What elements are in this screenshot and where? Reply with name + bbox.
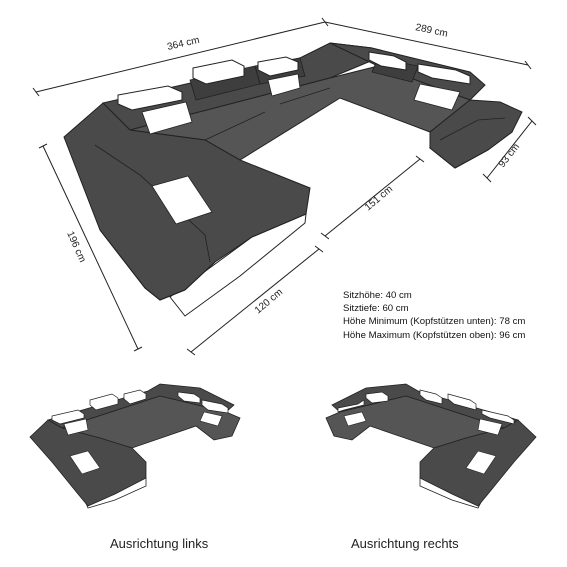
variant-left-headrest-5 [201,399,229,414]
dim-label-right-width: 289 cm [414,22,448,40]
variant-right-chaise-cushion [465,450,497,475]
dim-line-right-width [324,21,529,66]
spec-seat-height: Sitzhöhe: 40 cm [343,290,412,301]
variant-right-seat [325,395,506,449]
sofa-seat-divider-1 [204,111,266,141]
sofa-seat-divider-2 [279,87,331,105]
headrest-1 [117,85,183,111]
dim-label-top-width: 364 cm [166,35,200,53]
dim-line-right-depth [486,120,533,179]
variant-left-headrest-2 [89,393,119,411]
dim-line-top-width [35,21,326,93]
chaise-white-cushion [151,175,213,225]
dimension-lines [32,17,537,356]
variant-right-headrest-1 [337,399,365,413]
spec-height-max: Höhe Maximum (Kopfstützen oben): 96 cm [343,329,526,341]
headrest-2 [192,59,245,85]
white-cushion-3 [413,83,461,111]
sofa-right-end [429,99,523,169]
variant-left-cushion-2 [199,411,223,427]
variant-right-headrest-4 [447,393,477,411]
main-sofa [63,42,523,317]
variant-left-headrest-4 [177,391,201,404]
caption-variant-left: Ausrichtung links [110,536,209,551]
dim-label-right-depth: 93 cm [497,142,522,170]
white-cushion-2 [267,73,301,97]
variant-left-headrest-1 [51,409,85,425]
variant-right-cushion-2 [477,418,503,436]
sofa-right-seat-line [439,117,506,141]
variant-right-cushion-1 [343,411,367,427]
variant-right-headrest-2 [365,391,389,404]
dim-line-inner-depth [324,158,421,237]
headrest-5 [417,63,471,85]
sofa-chaise-edge [99,229,216,301]
variant-right-sofa [325,383,537,509]
variant-left-sofa [29,383,241,509]
spec-seat-depth: Sitztiefe: 60 cm [343,303,409,315]
variant-right-headrest-3 [419,389,443,405]
dim-line-chaise-width [190,248,320,353]
variant-right-headrest-5 [481,409,515,425]
dim-line-left-depth [42,145,139,350]
variant-left-headrest-3 [123,389,147,405]
caption-variant-right: Ausrichtung rechts [351,536,459,551]
spec-height-min: Höhe Minimum (Kopfstützen unten): 78 cm [343,316,526,328]
variant-left-cushion-1 [63,418,89,436]
headrest-4 [368,51,407,71]
headrest-3 [257,56,299,77]
variant-left-chaise-cushion [69,450,101,475]
dim-label-chaise-width: 120 cm [253,287,285,317]
dim-label-inner-depth: 151 cm [363,184,395,214]
specs-block: Sitzhöhe: 40 cm Sitztiefe: 60 cm Höhe Mi… [343,289,565,342]
white-cushion-1 [141,101,193,135]
